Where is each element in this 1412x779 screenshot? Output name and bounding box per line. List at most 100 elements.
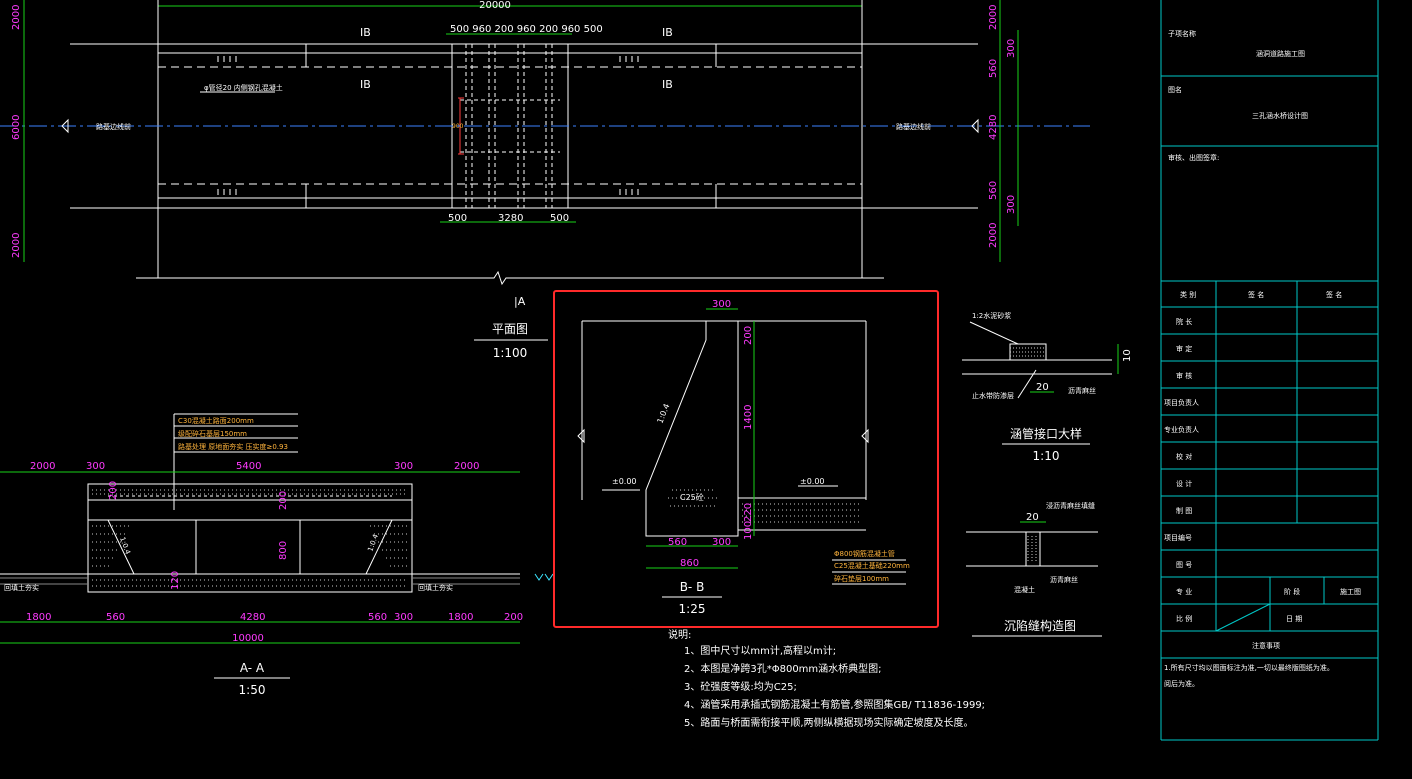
aa-ground-left: 回填土夯实 <box>4 583 39 592</box>
aa-vert-dim-2: 800 <box>278 541 289 560</box>
joint-label-2: 止水带防渗层 <box>972 391 1014 400</box>
tb-role-5: 专业负责人 <box>1164 425 1199 434</box>
plan-view: 20000 900 路基边线前 路基边线前 φ管径20 内侧钢孔混凝土 IB I… <box>0 0 1090 360</box>
aa-top-dim-3: 5400 <box>236 461 261 472</box>
tb-date-label: 日 期 <box>1286 615 1302 623</box>
aa-ground-right: 回填土夯实 <box>418 583 453 592</box>
tb-role-7: 设 计 <box>1176 479 1192 488</box>
bb-note-1: Φ800钢筋混凝土管 <box>834 549 895 558</box>
plan-left-dim-1: 2000 <box>11 5 22 30</box>
bb-elev-left: ±0.00 <box>612 477 637 486</box>
tb-notice-title: 注意事项 <box>1252 641 1280 650</box>
settlement-joint-detail: 20 浸沥青麻丝填缝 沥青麻丝 混凝土 沉陷缝构造图 <box>966 501 1102 637</box>
plan-left-dim-3: 2000 <box>11 233 22 258</box>
tb-header-3: 签 名 <box>1326 290 1342 299</box>
bb-vdim-4: 100 <box>743 521 754 540</box>
tb-project-label: 子项名称 <box>1168 29 1196 38</box>
joint-scale: 1:10 <box>1033 449 1060 463</box>
bb-note-2: C25混凝土基础220mm <box>834 561 910 570</box>
aa-top-dim-5: 2000 <box>454 461 479 472</box>
plan-bottom-dim-3: 500 <box>550 213 569 224</box>
settle-title: 沉陷缝构造图 <box>1004 618 1076 633</box>
plan-left-dim-2: 6000 <box>11 115 22 140</box>
aa-bottom-dim-1: 1800 <box>26 612 51 623</box>
tb-phase-label: 阶 段 <box>1284 587 1300 596</box>
plan-edge-left: 路基边线前 <box>96 122 131 131</box>
plan-right-dim-6: 300 <box>1006 195 1017 214</box>
note-4: 4、涵管采用承插式钢筋混凝土有筋管,参照图集GB/ T11836-1999; <box>684 698 985 711</box>
tb-role-11: 专 业 <box>1176 587 1192 596</box>
bb-hdim-1: 560 <box>668 537 687 548</box>
tb-header-2: 签 名 <box>1248 290 1264 299</box>
tb-role-6: 校 对 <box>1176 452 1192 461</box>
tb-role-8: 制 图 <box>1176 506 1192 515</box>
highlight-box <box>553 290 939 628</box>
note-3: 3、砼强度等级:均为C25; <box>684 680 797 693</box>
settle-label-3: 混凝土 <box>1014 585 1035 594</box>
tb-role-10: 图 号 <box>1176 561 1192 569</box>
plan-right-dim-2: 300 <box>1006 39 1017 58</box>
plan-cluster-dims: 500 960 200 960 200 960 500 <box>450 24 603 35</box>
tb-notice-text: 1.所有尺寸均以图面标注为准,一切以最终版图纸为准。 <box>1164 663 1334 672</box>
title-block <box>1160 0 1379 741</box>
title-block-text: 子项名称 涵洞道路施工图 图名 三孔涵水桥设计图 审核、出图签章: 类 别 签 … <box>1164 29 1361 688</box>
aa-vert-dim-4: 120 <box>170 571 181 590</box>
tb-role-2: 审 定 <box>1176 344 1192 353</box>
plan-section-mark: |A <box>514 295 526 308</box>
bb-scale: 1:25 <box>679 602 706 616</box>
note-5: 5、路面与桥面需衔接平顺,两侧纵横据现场实际确定坡度及长度。 <box>684 716 974 729</box>
plan-right-dim-5: 560 <box>988 181 999 200</box>
settle-label-2: 沥青麻丝 <box>1050 575 1078 584</box>
aa-bottom-dim-4: 560 <box>368 612 387 623</box>
tb-role-3: 审 核 <box>1176 371 1192 380</box>
note-2: 2、本图是净跨3孔*Φ800mm涵水桥典型图; <box>684 662 882 675</box>
aa-bottom-dim-2: 560 <box>106 612 125 623</box>
bb-concrete: C25砼 <box>680 492 704 502</box>
plan-right-dim-3: 560 <box>988 59 999 78</box>
aa-layer-3: 路基处理 原地面夯实 压实度≥0.93 <box>178 442 288 451</box>
section-bb-view: 300 200 1400 220 100 1:0.4 ±0.00 ±0.00 C… <box>553 290 939 628</box>
aa-vert-dim-3: 200 <box>278 491 289 510</box>
tb-role-9: 项目编号 <box>1164 533 1192 542</box>
aa-bottom-dim-7: 200 <box>504 612 523 623</box>
settle-label-1: 浸沥青麻丝填缝 <box>1046 501 1095 510</box>
tb-drawing-label: 图名 <box>1168 85 1182 94</box>
aa-top-dim-2: 300 <box>86 461 105 472</box>
plan-edge-right: 路基边线前 <box>896 122 931 131</box>
aa-bottom-dim-5: 300 <box>394 612 413 623</box>
aa-top-dim-1: 2000 <box>30 461 55 472</box>
bb-dim-top: 300 <box>712 299 731 310</box>
section-aa-view: C30混凝土路面200mm 级配碎石基层150mm 路基处理 原地面夯实 压实度… <box>0 413 554 697</box>
plan-pipe-note: φ管径20 内侧钢孔混凝土 <box>204 83 283 92</box>
aa-bottom-dim-3: 4280 <box>240 612 265 623</box>
tb-header-1: 类 别 <box>1180 290 1196 299</box>
tb-role-12: 比 例 <box>1176 614 1192 623</box>
plan-section-1: IB <box>360 26 371 39</box>
plan-right-dim-4: 4280 <box>988 115 999 140</box>
tb-phase-value: 施工图 <box>1340 587 1361 596</box>
plan-bottom-dim-2: 3280 <box>498 213 523 224</box>
bb-vdim-3: 220 <box>743 503 754 522</box>
bb-note-3: 碎石垫层100mm <box>834 574 889 583</box>
settle-dim: 20 <box>1026 512 1039 523</box>
tb-drawing-value: 三孔涵水桥设计图 <box>1252 111 1308 120</box>
note-1: 1、图中尺寸以mm计,高程以m计; <box>684 644 836 657</box>
aa-layer-2: 级配碎石基层150mm <box>178 429 247 438</box>
plan-right-dim-1: 2000 <box>988 5 999 30</box>
joint-title: 涵管接口大样 <box>1010 426 1082 441</box>
general-notes: 说明: 1、图中尺寸以mm计,高程以m计; 2、本图是净跨3孔*Φ800mm涵水… <box>668 628 985 729</box>
aa-bottom-dim-6: 1800 <box>448 612 473 623</box>
aa-layer-1: C30混凝土路面200mm <box>178 416 254 425</box>
tb-notice-text2: 阅后为准。 <box>1164 679 1199 688</box>
tb-review-label: 审核、出图签章: <box>1168 153 1219 162</box>
joint-dim-2: 10 <box>1122 349 1133 362</box>
plan-section-3: IB <box>360 78 371 91</box>
bb-slope: 1:0.4 <box>656 402 672 424</box>
tb-role-4: 项目负责人 <box>1164 398 1199 407</box>
aa-total-dim: 10000 <box>232 633 264 644</box>
plan-right-dim-7: 2000 <box>988 223 999 248</box>
plan-section-2: IB <box>662 26 673 39</box>
aa-title: A- A <box>240 661 265 675</box>
